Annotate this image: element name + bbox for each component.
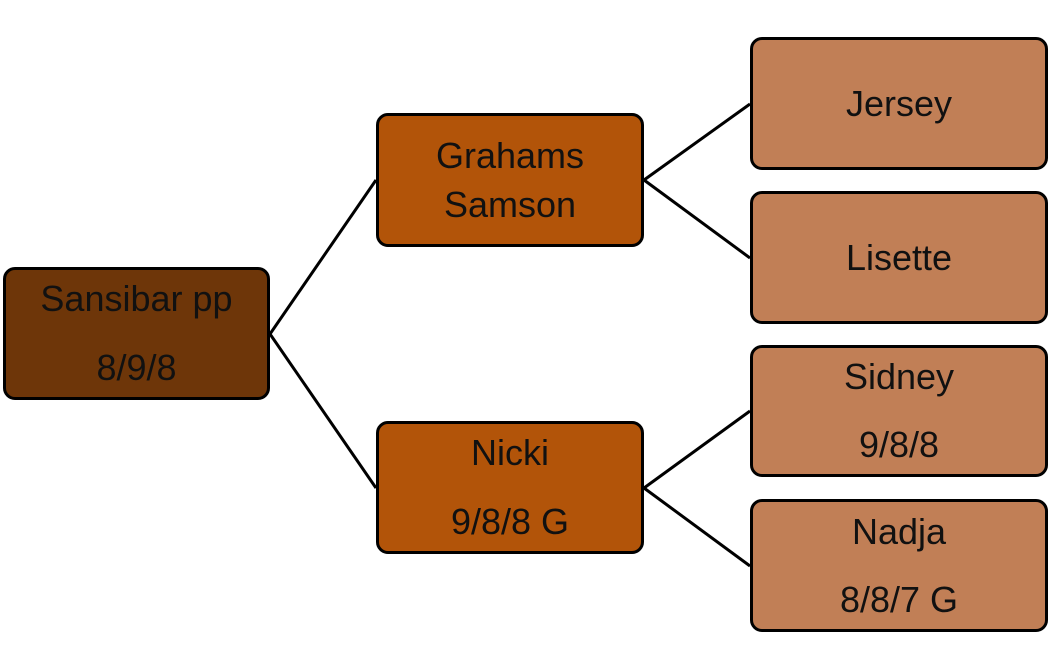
node-lisette-name: Lisette [845,236,953,278]
node-grahams-samson-name-line1: Grahams [435,134,585,176]
node-sansibar-name: Sansibar pp [40,278,233,319]
node-nadja-name: Nadja [851,510,947,552]
node-jersey: Jersey [750,37,1048,170]
node-sansibar: Sansibar pp 8/9/8 [3,267,270,400]
node-nadja-score: 8/8/7 G [839,578,959,620]
node-nicki: Nicki 9/8/8 G [376,421,644,554]
connector-sire-to-lisette [643,178,751,260]
node-sidney-name: Sidney [843,356,955,397]
connector-root-to-sire [268,179,378,335]
node-jersey-name: Jersey [845,82,953,124]
node-sansibar-score: 8/9/8 [96,347,177,388]
connector-sire-to-jersey [643,102,751,182]
connector-dam-to-nadja [643,486,751,568]
node-grahams-samson-name-line2: Samson [443,183,577,225]
connector-root-to-dam [268,333,378,489]
node-grahams-samson: Grahams Samson [376,113,644,247]
node-nicki-name: Nicki [471,432,549,473]
node-nicki-score: 9/8/8 G [450,501,570,542]
connector-dam-to-sidney [643,409,751,490]
node-sidney-score: 9/8/8 [858,424,940,465]
node-nadja: Nadja 8/8/7 G [750,499,1048,632]
node-lisette: Lisette [750,191,1048,324]
node-sidney: Sidney 9/8/8 [750,345,1048,477]
